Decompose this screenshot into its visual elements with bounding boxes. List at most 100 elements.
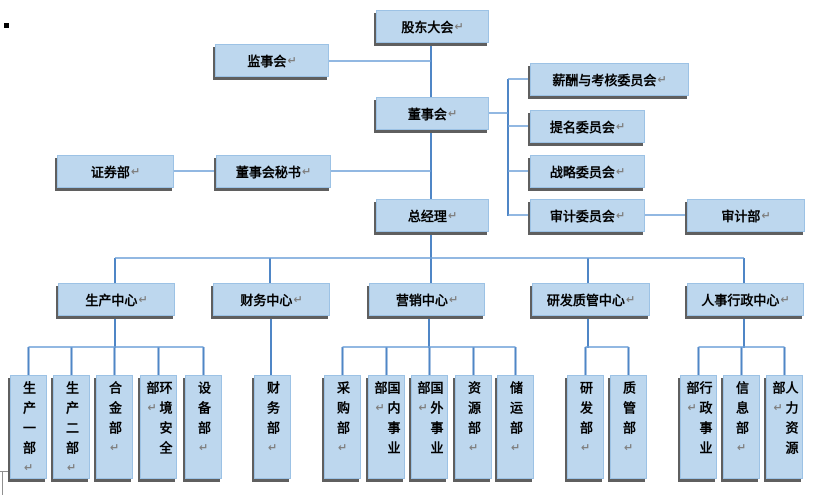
paragraph-return-mark: ↵ bbox=[761, 210, 771, 222]
node-label: 提名委员会 bbox=[549, 120, 615, 135]
node-label: 营销中心 bbox=[395, 293, 448, 308]
paragraph-return-mark: ↵ bbox=[625, 294, 636, 306]
table-corner-border-horizontal bbox=[0, 471, 16, 472]
paragraph-return-mark: ↵ bbox=[509, 441, 521, 454]
paragraph-return-mark: ↵ bbox=[467, 441, 479, 454]
paragraph-return-mark: ↵ bbox=[130, 166, 141, 178]
paragraph-return-mark: ↵ bbox=[266, 441, 278, 454]
paragraph-return-mark: ↵ bbox=[416, 401, 429, 414]
org-node-quality-dept[interactable]: 质管部↵ bbox=[610, 375, 647, 479]
org-node-shareholders-meeting[interactable]: 股东大会↵ bbox=[376, 10, 489, 43]
node-label: 监事会 bbox=[247, 54, 287, 69]
org-node-admin-business-dept[interactable]: 行政事业部↵ bbox=[680, 375, 717, 479]
org-node-domestic-business-dept[interactable]: 国内事业部↵ bbox=[368, 375, 405, 479]
paragraph-return-mark: ↵ bbox=[685, 401, 698, 414]
org-node-strategy-committee[interactable]: 战略委员会↵ bbox=[530, 155, 645, 188]
org-node-overseas-business-dept[interactable]: 国外事业部↵ bbox=[411, 375, 448, 479]
org-node-finance-center[interactable]: 财务中心↵ bbox=[213, 283, 330, 316]
paragraph-return-mark: ↵ bbox=[615, 121, 626, 133]
node-label: 审计部 bbox=[721, 209, 761, 224]
org-node-purchasing-dept[interactable]: 采购部↵ bbox=[324, 375, 361, 479]
paragraph-return-mark: ↵ bbox=[22, 461, 34, 474]
paragraph-return-mark: ↵ bbox=[287, 55, 297, 67]
org-node-equipment-dept[interactable]: 设备部↵ bbox=[185, 375, 222, 479]
paragraph-return-mark: ↵ bbox=[145, 401, 158, 414]
node-label: 生产一部 bbox=[21, 381, 36, 461]
node-label: 设备部 bbox=[196, 381, 211, 441]
paragraph-return-mark: ↵ bbox=[615, 166, 626, 178]
node-label: 生产中心 bbox=[85, 293, 138, 308]
org-node-compensation-appraisal-committee[interactable]: 薪酬与考核委员会↵ bbox=[530, 63, 689, 96]
paragraph-return-mark: ↵ bbox=[615, 210, 626, 222]
node-label: 财务部 bbox=[265, 381, 280, 441]
paragraph-return-mark: ↵ bbox=[447, 108, 458, 120]
org-node-board-secretary[interactable]: 董事会秘书↵ bbox=[216, 155, 331, 188]
node-label: 研发部 bbox=[578, 381, 593, 441]
paragraph-return-mark: ↵ bbox=[65, 461, 77, 474]
paragraph-return-mark: ↵ bbox=[336, 441, 348, 454]
org-node-nomination-committee[interactable]: 提名委员会↵ bbox=[530, 110, 645, 143]
node-label: 国外事业部 bbox=[415, 381, 444, 461]
node-label: 资源部 bbox=[466, 381, 481, 441]
paragraph-return-mark: ↵ bbox=[293, 294, 303, 306]
node-label: 采购部 bbox=[335, 381, 350, 441]
org-node-marketing-center[interactable]: 营销中心↵ bbox=[369, 283, 485, 316]
node-label: 质管部 bbox=[621, 381, 636, 441]
node-label: 战略委员会 bbox=[549, 165, 615, 180]
paragraph-return-mark: ↵ bbox=[448, 294, 459, 306]
org-node-supervisory-board[interactable]: 监事会↵ bbox=[215, 44, 329, 77]
paragraph-return-mark: ↵ bbox=[108, 441, 120, 454]
node-label: 审计委员会 bbox=[549, 209, 615, 224]
org-node-rd-dept[interactable]: 研发部↵ bbox=[567, 375, 604, 479]
object-anchor-marker bbox=[4, 23, 9, 28]
paragraph-return-mark: ↵ bbox=[454, 21, 464, 33]
org-node-rd-quality-center[interactable]: 研发质管中心↵ bbox=[532, 283, 650, 316]
org-node-audit-dept[interactable]: 审计部↵ bbox=[687, 199, 805, 232]
node-label: 生产二部 bbox=[64, 381, 79, 461]
node-label: 财务中心 bbox=[240, 293, 293, 308]
table-corner-border-vertical bbox=[2, 471, 3, 495]
node-label: 董事会秘书 bbox=[235, 165, 301, 180]
node-label: 环境安全部 bbox=[144, 381, 173, 461]
node-label: 证券部 bbox=[90, 165, 130, 180]
org-node-production-center[interactable]: 生产中心↵ bbox=[58, 283, 175, 316]
org-node-human-resources-dept[interactable]: 人力资源部↵ bbox=[766, 375, 803, 479]
org-node-securities-dept[interactable]: 证券部↵ bbox=[57, 155, 174, 188]
org-node-production-dept-1[interactable]: 生产一部↵ bbox=[10, 375, 47, 479]
node-label: 股东大会 bbox=[401, 20, 454, 35]
paragraph-return-mark: ↵ bbox=[579, 441, 591, 454]
org-node-production-dept-2[interactable]: 生产二部↵ bbox=[53, 375, 90, 479]
node-label: 人事行政中心 bbox=[701, 293, 780, 308]
paragraph-return-mark: ↵ bbox=[622, 441, 634, 454]
org-node-board-of-directors[interactable]: 董事会↵ bbox=[376, 97, 489, 130]
node-label: 人力资源部 bbox=[770, 381, 799, 461]
node-label: 合金部 bbox=[107, 381, 122, 441]
org-node-finance-dept[interactable]: 财务部↵ bbox=[254, 375, 291, 479]
node-label: 董事会 bbox=[407, 107, 447, 122]
org-node-alloy-dept[interactable]: 合金部↵ bbox=[96, 375, 133, 479]
paragraph-return-mark: ↵ bbox=[447, 210, 458, 222]
node-label: 国内事业部 bbox=[372, 381, 401, 461]
org-node-information-dept[interactable]: 信息部↵ bbox=[723, 375, 760, 479]
paragraph-return-mark: ↵ bbox=[301, 166, 312, 178]
org-node-environment-safety-dept[interactable]: 环境安全部↵ bbox=[140, 375, 177, 479]
org-node-hr-admin-center[interactable]: 人事行政中心↵ bbox=[687, 283, 804, 316]
org-node-audit-committee[interactable]: 审计委员会↵ bbox=[530, 199, 645, 232]
paragraph-return-mark: ↵ bbox=[373, 401, 386, 414]
node-label: 薪酬与考核委员会 bbox=[552, 73, 657, 88]
node-label: 行政事业部 bbox=[684, 381, 713, 461]
node-label: 信息部 bbox=[734, 381, 749, 441]
paragraph-return-mark: ↵ bbox=[771, 401, 784, 414]
paragraph-return-mark: ↵ bbox=[780, 294, 790, 306]
paragraph-return-mark: ↵ bbox=[735, 441, 747, 454]
paragraph-return-mark: ↵ bbox=[138, 294, 148, 306]
org-node-general-manager[interactable]: 总经理↵ bbox=[376, 199, 489, 232]
node-label: 研发质管中心 bbox=[546, 293, 625, 308]
org-node-resources-dept[interactable]: 资源部↵ bbox=[455, 375, 492, 479]
org-node-storage-transport-dept[interactable]: 储运部↵ bbox=[497, 375, 534, 479]
node-label: 储运部 bbox=[508, 381, 523, 441]
paragraph-return-mark: ↵ bbox=[657, 74, 667, 86]
paragraph-return-mark: ↵ bbox=[197, 441, 209, 454]
